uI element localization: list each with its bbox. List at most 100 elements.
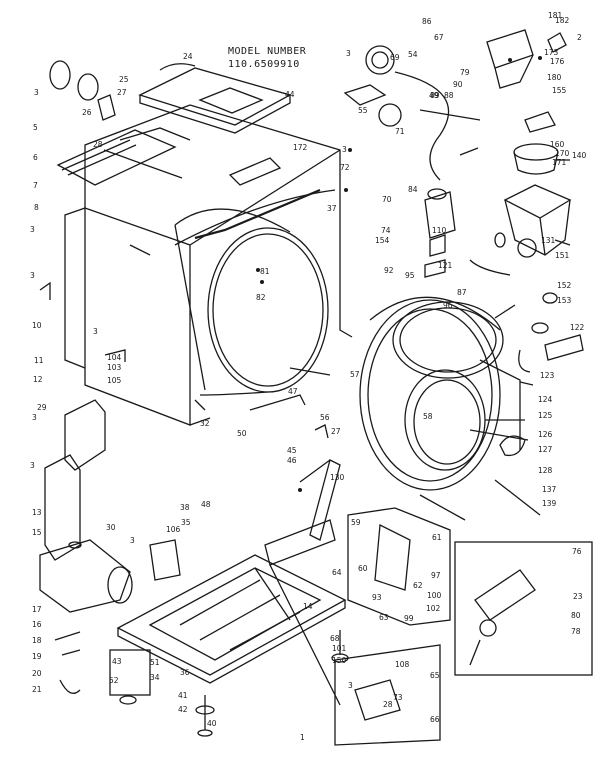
callout-57: 57 [350, 370, 360, 379]
door-switch-detail [334, 644, 441, 746]
callout-73: 73 [393, 693, 403, 702]
callout-41: 41 [178, 691, 188, 700]
callout-68: 68 [330, 634, 340, 643]
callout-23: 23 [573, 592, 583, 601]
callout-87: 87 [457, 288, 467, 297]
callout-140: 140 [572, 151, 587, 160]
callout-104: 104 [107, 353, 122, 362]
callout-19: 19 [32, 652, 42, 661]
callout-71: 71 [395, 127, 405, 136]
callout-95: 95 [405, 271, 415, 280]
callout-121: 121 [438, 261, 453, 270]
callout-3: 3 [93, 327, 98, 336]
callout-1: 1 [300, 733, 305, 742]
callout-29: 29 [37, 403, 47, 412]
callout-55: 55 [358, 106, 368, 115]
blower-housing [343, 45, 450, 181]
callout-76: 76 [572, 547, 582, 556]
callout-46: 46 [287, 456, 297, 465]
callout-61: 61 [432, 533, 442, 542]
bracket-detail [347, 507, 451, 626]
callout-65: 65 [430, 671, 440, 680]
callout-82: 82 [256, 293, 266, 302]
callout-137: 137 [542, 485, 557, 494]
callout-17: 17 [32, 605, 42, 614]
callout-32: 32 [200, 419, 210, 428]
front-bulkhead [359, 296, 521, 521]
callout-81: 81 [260, 267, 270, 276]
callout-10: 10 [32, 321, 42, 330]
callout-8: 8 [34, 203, 39, 212]
model-number-label: MODEL NUMBER [228, 46, 307, 57]
callout-21: 21 [32, 685, 42, 694]
callout-88: 88 [444, 91, 454, 100]
callout-5: 5 [33, 123, 38, 132]
callout-86: 86 [422, 17, 432, 26]
callout-131: 131 [541, 236, 556, 245]
callout-172: 172 [293, 143, 308, 152]
callout-38: 38 [180, 503, 190, 512]
door-seal [392, 301, 504, 379]
callout-80: 80 [571, 611, 581, 620]
top-panel [138, 63, 292, 134]
callout-3: 3 [34, 88, 39, 97]
cabinet-shell [64, 104, 353, 426]
callout-180: 180 [547, 73, 562, 82]
callout-51: 51 [150, 658, 160, 667]
callout-124: 124 [538, 395, 553, 404]
callout-125: 125 [538, 411, 553, 420]
callout-40: 40 [207, 719, 217, 728]
callout-63: 63 [379, 613, 389, 622]
callout-15: 15 [32, 528, 42, 537]
callout-155: 155 [552, 86, 567, 95]
callout-69: 69 [390, 53, 400, 62]
callout-54: 54 [408, 50, 418, 59]
callout-90: 90 [453, 80, 463, 89]
callout-36: 36 [180, 668, 190, 677]
callout-18: 18 [32, 636, 42, 645]
callout-3: 3 [30, 461, 35, 470]
callout-28: 28 [93, 140, 103, 149]
callout-108: 108 [395, 660, 410, 669]
callout-106: 106 [166, 525, 181, 534]
callout-3: 3 [342, 145, 347, 154]
model-number-value: 110.6509910 [228, 59, 300, 70]
callout-72: 72 [340, 163, 350, 172]
callout-37: 37 [327, 204, 337, 213]
exhaust-duct [39, 399, 133, 613]
callout-67: 67 [434, 33, 444, 42]
callout-127: 127 [538, 445, 553, 454]
callout-43: 43 [112, 657, 122, 666]
callout-99: 99 [404, 614, 414, 623]
callout-102: 102 [426, 604, 441, 613]
callout-24: 24 [183, 52, 193, 61]
callout-3: 3 [32, 413, 37, 422]
callout-182: 182 [555, 16, 570, 25]
callout-27: 27 [331, 427, 341, 436]
callout-170: 170 [555, 149, 570, 158]
callout-110: 110 [432, 226, 447, 235]
callout-176: 176 [550, 57, 565, 66]
small-parts [39, 32, 584, 694]
callout-79: 79 [460, 68, 470, 77]
drum [174, 208, 329, 396]
callout-labels: 1233333333335678101112131415161718192021… [30, 11, 587, 742]
callout-105: 105 [107, 376, 122, 385]
support-arm [264, 459, 341, 566]
motor [424, 188, 456, 239]
callout-171: 171 [552, 158, 567, 167]
callout-173: 173 [544, 48, 559, 57]
callout-20: 20 [32, 669, 42, 678]
callout-153: 153 [557, 296, 572, 305]
callout-84: 84 [408, 185, 418, 194]
callout-66: 66 [430, 715, 440, 724]
callout-59: 59 [351, 518, 361, 527]
callout-89: 89 [430, 91, 440, 100]
callout-27: 27 [117, 88, 127, 97]
callout-25: 25 [119, 75, 129, 84]
callout-60: 60 [358, 564, 368, 573]
callout-139: 139 [542, 499, 557, 508]
callout-128: 128 [538, 466, 553, 475]
base-frame [116, 554, 347, 684]
callout-34: 34 [150, 673, 160, 682]
